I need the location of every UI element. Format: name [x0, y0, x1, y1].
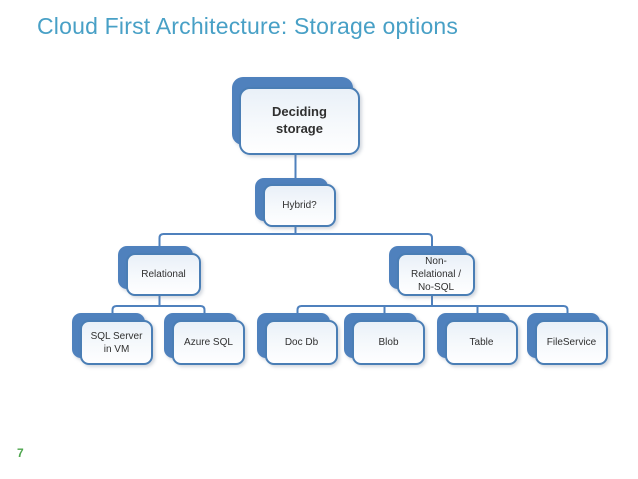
- node-label: SQL Server in VM: [80, 320, 153, 365]
- connector-right-rail: [296, 305, 569, 322]
- page-number: 7: [17, 446, 24, 460]
- node-doc-db: Doc Db: [257, 313, 338, 365]
- node-table: Table: [437, 313, 518, 365]
- node-label: Blob: [352, 320, 425, 365]
- node-label: FileService: [535, 320, 608, 365]
- slide-title: Cloud First Architecture: Storage option…: [37, 13, 459, 39]
- node-label: Azure SQL: [172, 320, 245, 365]
- node-blob: Blob: [344, 313, 425, 365]
- node-label: Deciding storage: [239, 87, 360, 155]
- node-non-relational-no-sql: Non-Relational / No-SQL: [389, 246, 475, 296]
- node-label: Table: [445, 320, 518, 365]
- node-label: Hybrid?: [263, 184, 336, 227]
- node-sql-server-in-vm: SQL Server in VM: [72, 313, 153, 365]
- node-deciding-storage: Deciding storage: [232, 77, 360, 155]
- node-hybrid: Hybrid?: [255, 178, 336, 227]
- connector-level2-rail: [158, 233, 433, 255]
- connector-left-rail: [111, 305, 206, 322]
- node-fileservice: FileService: [527, 313, 608, 365]
- node-label: Relational: [126, 253, 201, 296]
- node-label: Doc Db: [265, 320, 338, 365]
- node-label: Non-Relational / No-SQL: [397, 253, 475, 296]
- node-relational: Relational: [118, 246, 201, 296]
- node-azure-sql: Azure SQL: [164, 313, 245, 365]
